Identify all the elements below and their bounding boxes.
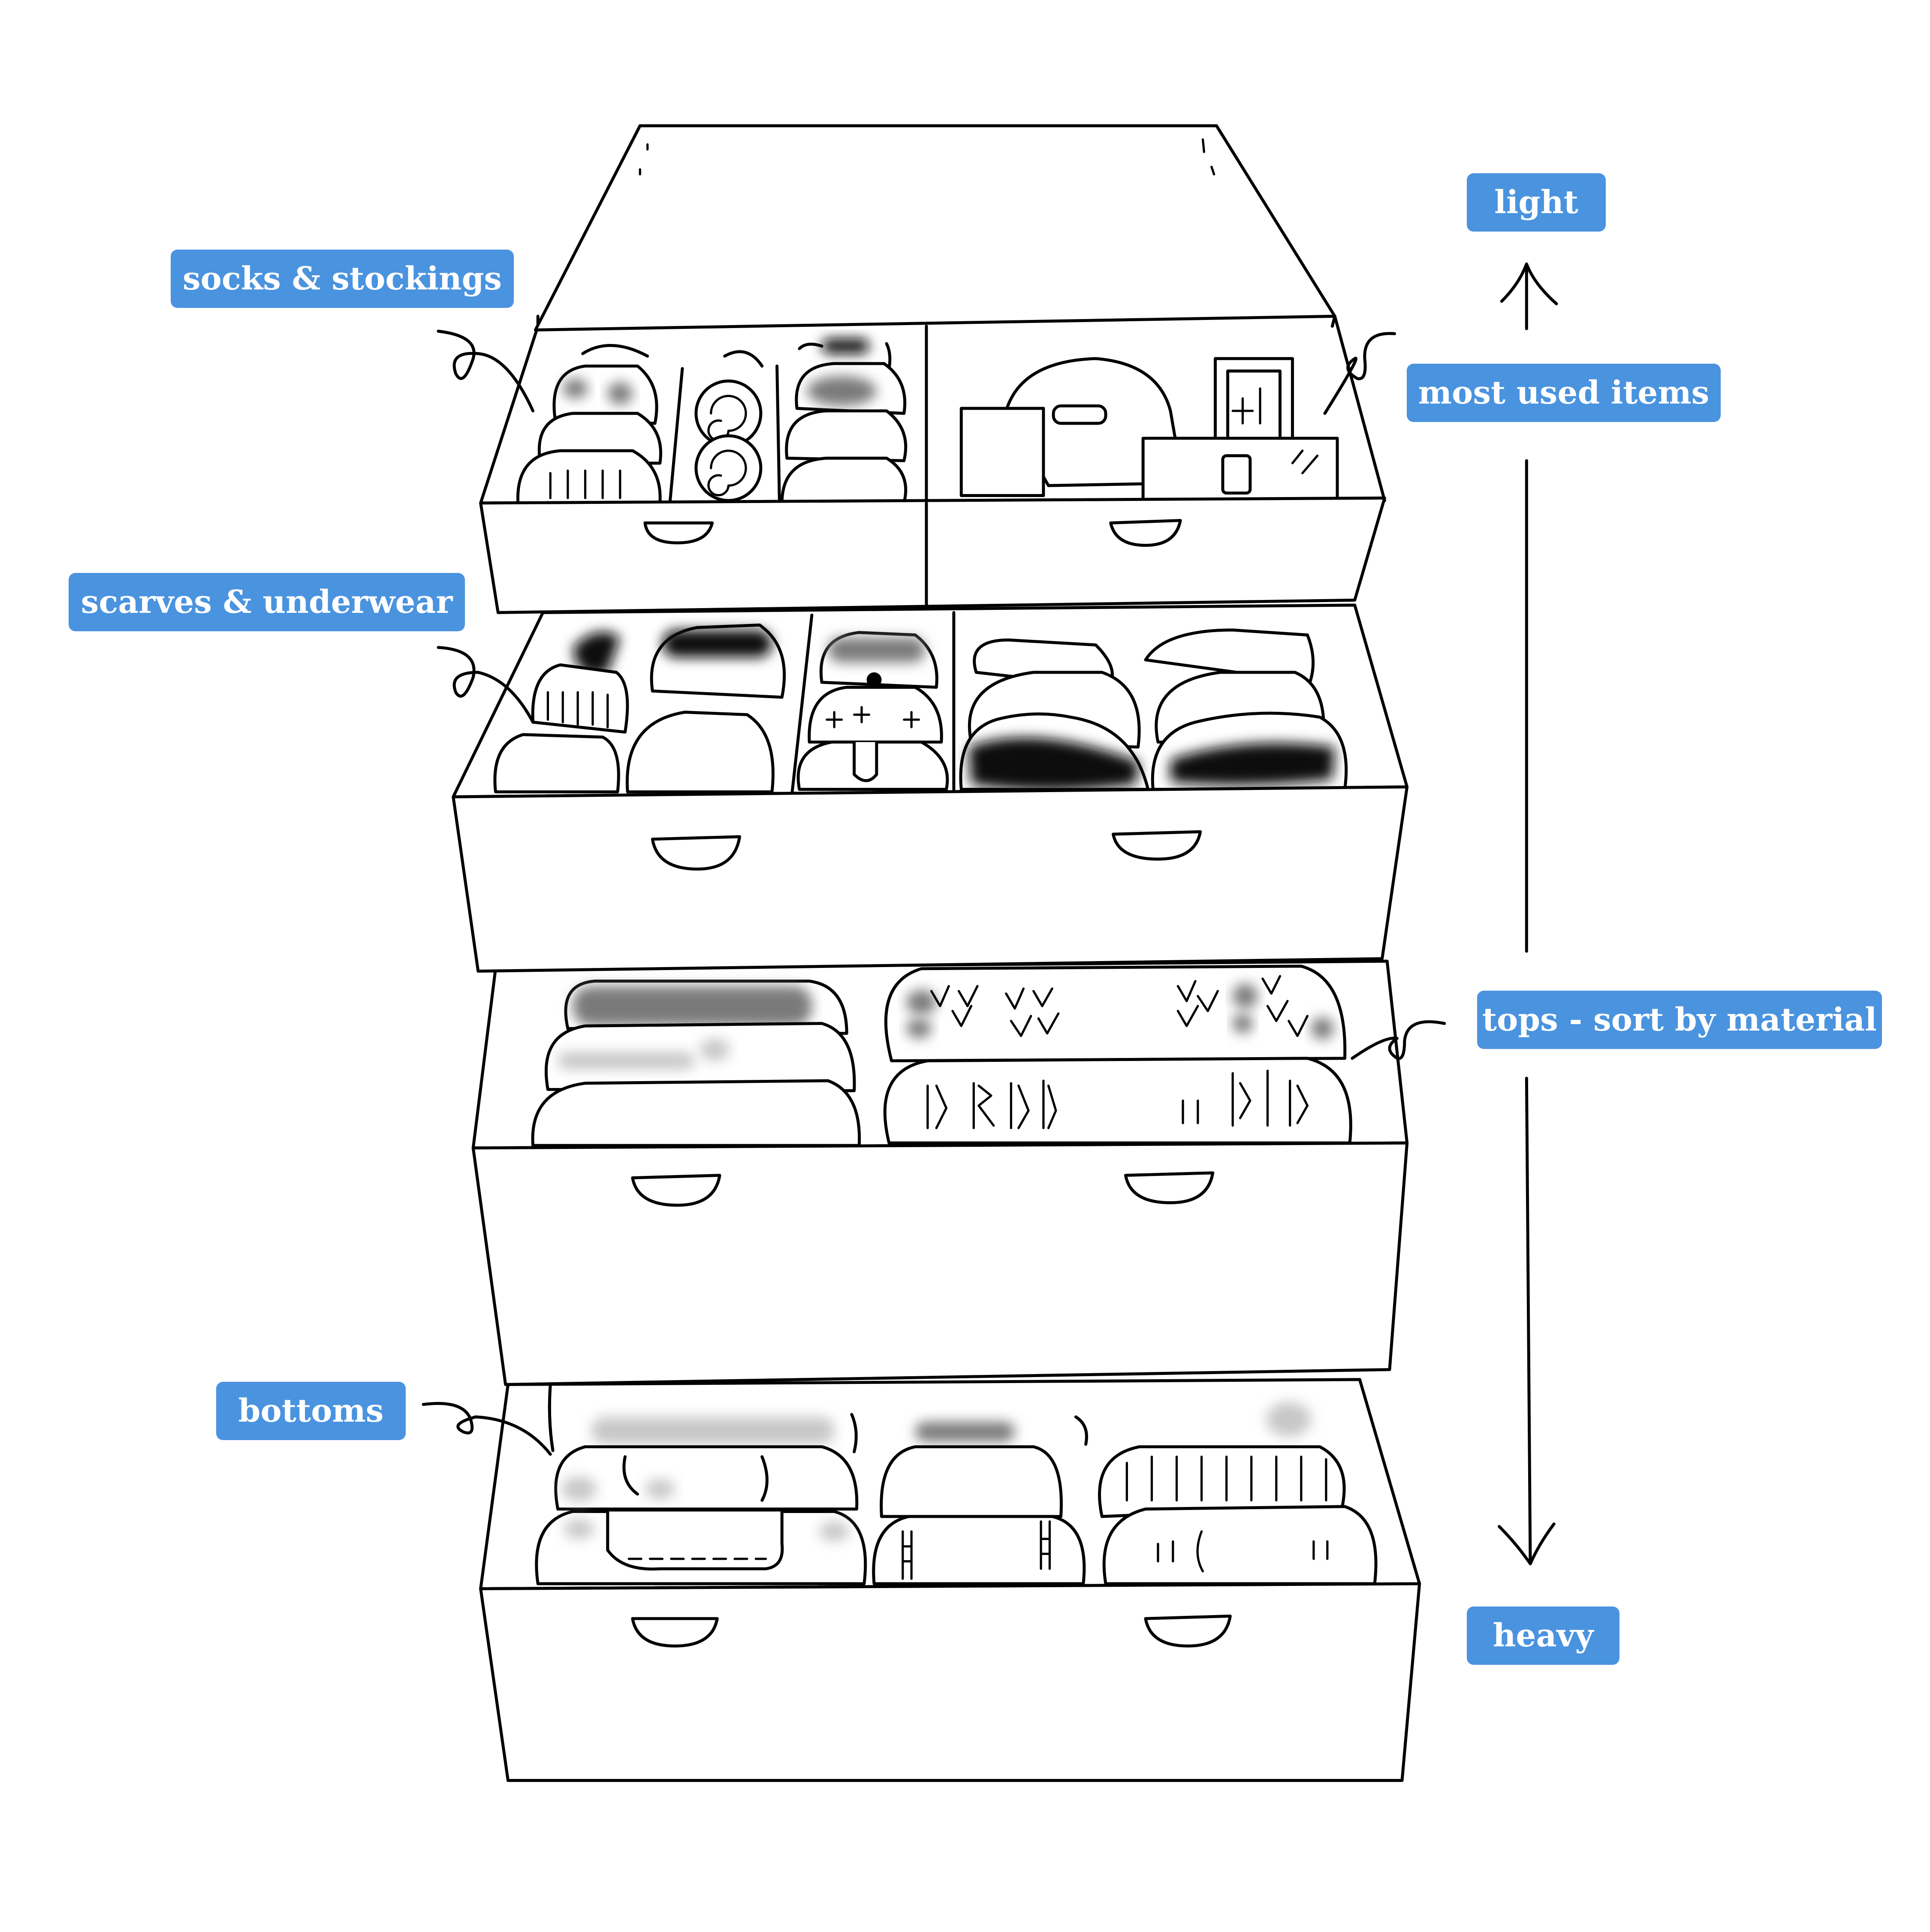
- label-light: light: [1467, 173, 1606, 232]
- drawer-lid: [534, 124, 1336, 332]
- drawer-1-front: [479, 496, 1386, 614]
- bottoms-contents: [535, 1383, 1378, 1585]
- arrow-down-icon: [1498, 1076, 1556, 1565]
- drawer-3-handle-left: [631, 1174, 721, 1207]
- drawer-4-front: [479, 1582, 1421, 1782]
- label-tops: tops - sort by material: [1477, 991, 1882, 1049]
- drawer-4-handle-right: [1144, 1614, 1232, 1648]
- socks-contents: [516, 325, 928, 505]
- label-bottoms: bottoms: [216, 1382, 406, 1440]
- leader-lines: [422, 329, 1446, 1456]
- label-most-used-items: most used items: [1407, 364, 1721, 422]
- leader-bottoms: [422, 1402, 552, 1456]
- drawer-bottoms: [479, 1378, 1421, 1782]
- drawer-1-handle-right: [1109, 519, 1182, 547]
- arrow-up-icon: [1500, 262, 1558, 330]
- label-heavy: heavy: [1467, 1606, 1619, 1665]
- leader-socks: [437, 329, 535, 413]
- scarves-contents: [493, 611, 1348, 796]
- drawer-2-handle-right: [1112, 830, 1202, 861]
- label-socks-stockings: socks & stockings: [171, 250, 514, 308]
- drawer-socks-most-used: [479, 314, 1386, 614]
- leader-tops: [1351, 1020, 1446, 1060]
- tops-contents: [531, 964, 1352, 1147]
- lid-top: [534, 124, 1336, 332]
- leader-scarves: [437, 646, 535, 724]
- drawer-tops: [471, 959, 1409, 1386]
- drawer-4-handle-left: [631, 1617, 719, 1648]
- drawer-3-front: [471, 1141, 1409, 1386]
- most-used-contents: [959, 357, 1339, 502]
- drawer-2-handle-left: [651, 835, 741, 871]
- drawer-3-handle-right: [1124, 1171, 1215, 1204]
- leader-most-used: [1323, 332, 1396, 415]
- weight-scale: [1498, 262, 1558, 1565]
- drawer-2-front: [452, 785, 1409, 973]
- drawer-scarves-underwear: [452, 603, 1409, 973]
- label-scarves-underwear: scarves & underwear: [69, 573, 465, 631]
- drawer-1-handle-left: [643, 521, 714, 545]
